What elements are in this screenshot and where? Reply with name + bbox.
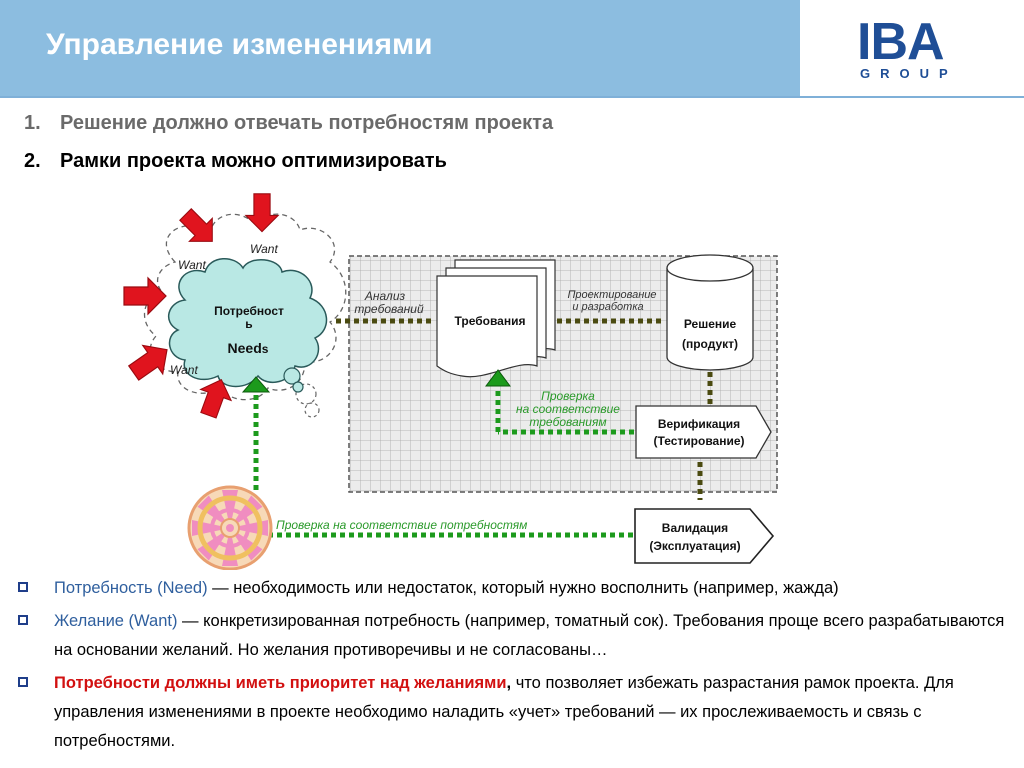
point-1-number: 1.: [24, 112, 41, 134]
need-definition: — необходимость или недостаток, который …: [207, 579, 839, 597]
priority-explanation: что позволяет избежать разрастания рамок…: [54, 674, 954, 750]
requirements-label: Требования: [455, 314, 526, 328]
red-arrow-icon: [127, 344, 168, 381]
needs-word: Need: [228, 340, 262, 356]
need-term: Потребность (Need): [54, 579, 208, 597]
bubble: [304, 402, 320, 418]
arrow-up-icon: [485, 369, 511, 387]
check-requirements-label-line3: требованиям: [529, 415, 606, 429]
point-2-number: 2.: [24, 150, 41, 172]
want-term: Желание (Want): [54, 612, 178, 630]
checkbox-bullet-icon: [18, 615, 28, 625]
want-definition: — конкретизированная потребность (наприм…: [54, 612, 1005, 659]
priority-statement: Потребности должны иметь приоритет над ж…: [54, 674, 507, 692]
design-label-line1: Проектирование: [567, 289, 656, 301]
want-arrows: [123, 193, 280, 419]
needs-bubble: [292, 381, 304, 393]
point-2-text: Рамки проекта можно оптимизировать: [60, 150, 447, 172]
validation-label-line2: (Эксплуатация): [649, 539, 740, 553]
want-label-left: Want: [178, 258, 206, 272]
checkbox-bullet-icon: [18, 677, 28, 687]
needs-cloud-label-en: Needs: [228, 340, 269, 356]
analysis-label-line2: требований: [354, 302, 424, 316]
arrow-up-icon: [241, 376, 271, 393]
solution-label-line1: Решение: [684, 317, 737, 331]
bullet-item-need: Потребность (Need) — необходимость или н…: [18, 574, 1018, 603]
checkbox-bullet-icon: [18, 582, 28, 592]
target-wheel-icon: [187, 485, 273, 570]
point-1: 1. Решение должно отвечать потребностям п…: [24, 112, 553, 135]
check-lines: [253, 388, 634, 538]
needs-word-s: s: [262, 342, 269, 356]
page-title: Управление изменениями: [46, 28, 433, 61]
want-label-bottom: Want: [170, 363, 198, 377]
needs-cloud: [167, 258, 328, 388]
change-management-diagram: Want Want Want Потребност ь Needs Требов…: [123, 193, 778, 570]
point-1-text: Решение должно отвечать потребностям про…: [60, 112, 554, 134]
point-2: 2. Рамки проекта можно оптимизировать: [24, 150, 447, 173]
red-arrow-icon: [179, 208, 213, 242]
priority-comma: ,: [506, 674, 512, 692]
check-requirements-label-line2: на соответствие: [516, 402, 620, 416]
needs-cloud-label-line2: ь: [245, 317, 252, 331]
header-divider: [0, 96, 1024, 98]
iba-logo-subtitle: GROUP: [860, 66, 958, 81]
verification-block: [635, 405, 772, 459]
red-arrow-icon: [199, 378, 233, 419]
solution-label-line2: (продукт): [682, 337, 738, 351]
requirements-documents: [436, 259, 556, 378]
bullet-list: Потребность (Need) — необходимость или н…: [18, 574, 1018, 756]
verification-label-line2: (Тестирование): [653, 434, 744, 448]
verification-label-line1: Верификация: [658, 417, 740, 431]
header-band: [0, 0, 800, 96]
red-arrow-icon: [244, 193, 280, 233]
red-arrow-icon: [123, 276, 167, 316]
validation-block: [634, 508, 775, 564]
analysis-label-line1: Анализ: [364, 289, 406, 303]
check-needs-label: Проверка на соответствие потребностям: [276, 518, 527, 532]
check-requirements-label-line1: Проверка: [541, 389, 595, 403]
needs-bubble: [283, 367, 301, 385]
solution-database: [666, 254, 754, 371]
bullet-item-priority: Потребности должны иметь приоритет над ж…: [18, 669, 1018, 756]
bullet-item-want: Желание (Want) — конкретизированная потр…: [18, 607, 1018, 665]
needs-cloud-label-line1: Потребност: [214, 304, 284, 318]
want-label-top: Want: [250, 242, 278, 256]
flow-lines: [336, 318, 713, 500]
design-label-line2: и разработка: [572, 301, 643, 313]
validation-label-line1: Валидация: [662, 521, 728, 535]
iba-logo: IBA: [857, 13, 945, 71]
